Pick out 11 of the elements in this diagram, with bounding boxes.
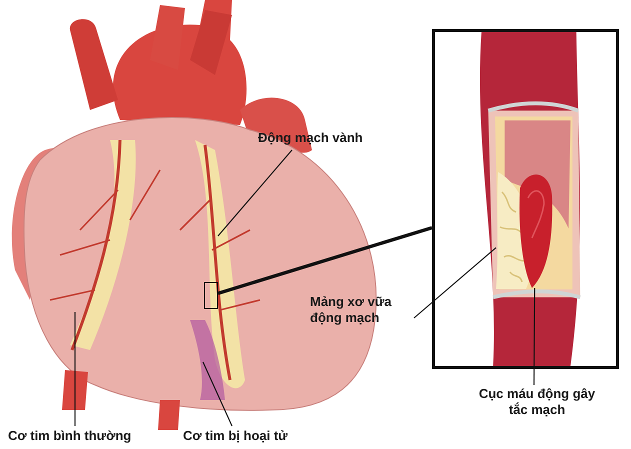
zoom-frame — [204, 282, 218, 309]
leader-line — [74, 312, 76, 426]
leader-line — [218, 150, 292, 236]
magnified-artery-panel — [432, 29, 619, 369]
callout-label: Cục máu động gây tắc mạch — [478, 386, 596, 418]
leader-line — [202, 362, 232, 426]
connector-line — [414, 247, 496, 318]
callout-label: Cơ tim bình thường — [8, 428, 132, 444]
connector-line — [533, 288, 536, 385]
callout-label: Cơ tim bị hoại tử — [183, 428, 289, 444]
connector-line — [218, 226, 432, 295]
